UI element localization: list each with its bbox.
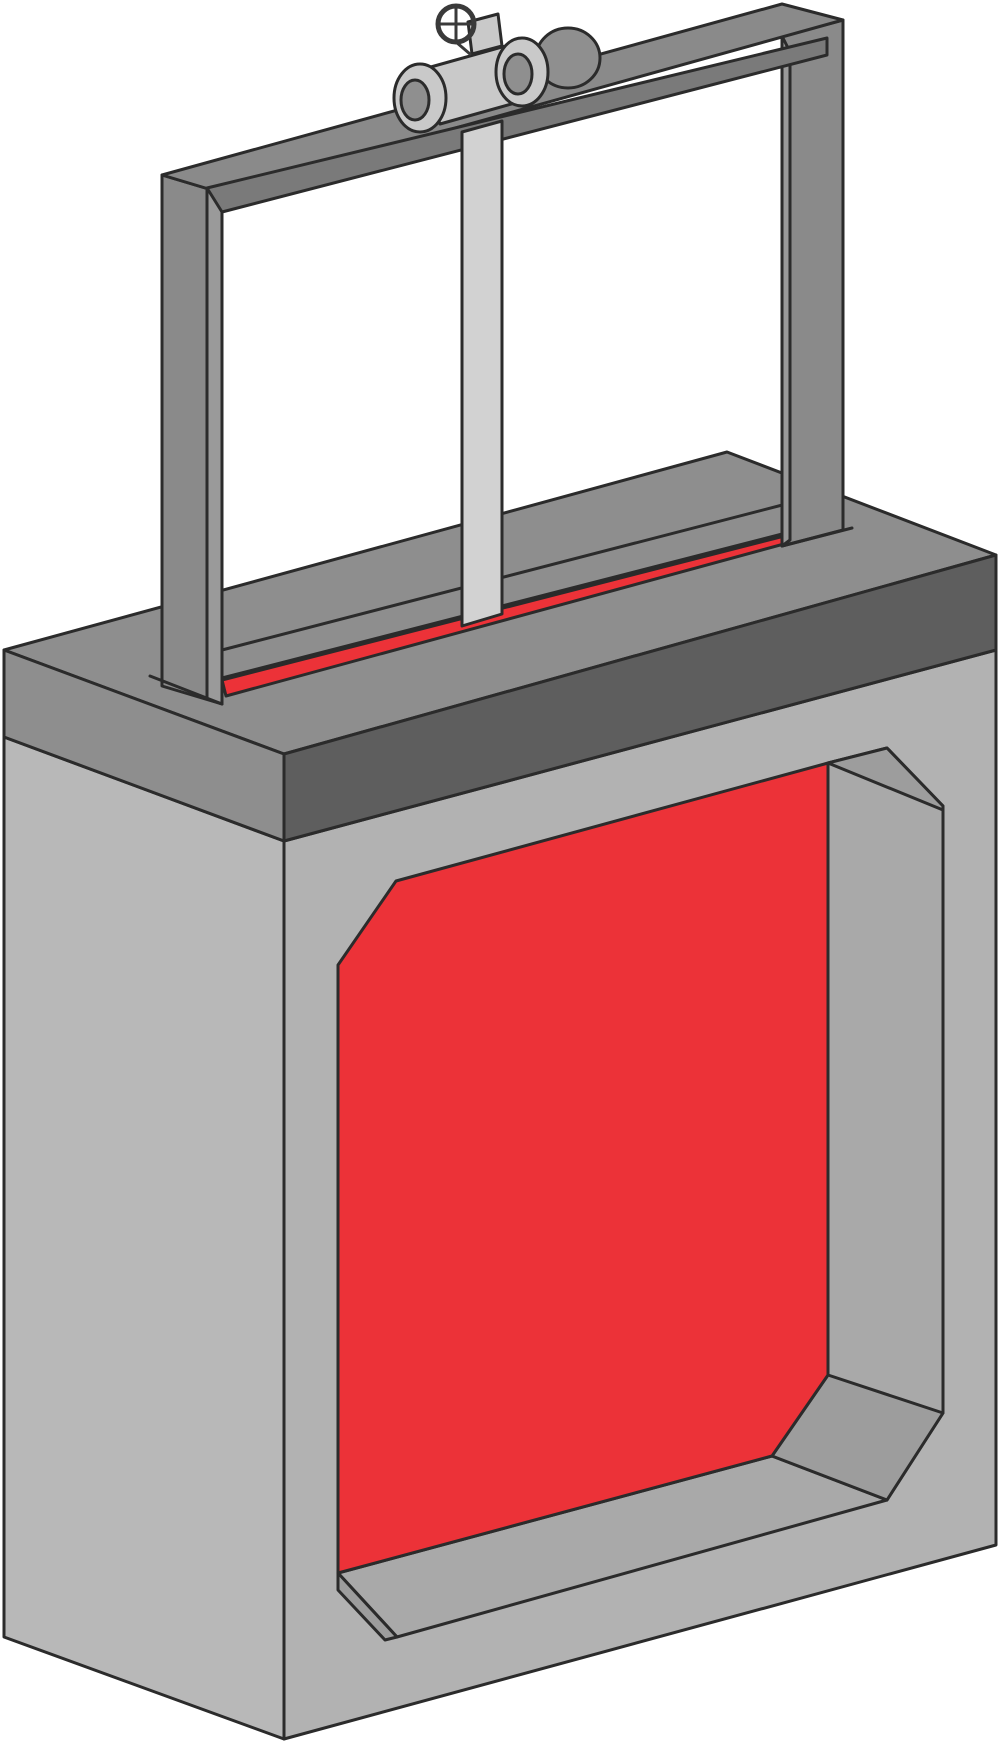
- handwheel-icon: [435, 3, 477, 56]
- actuator-right-cylinder-face: [502, 52, 534, 96]
- opening-chamfer-bottom-left: [336, 1571, 399, 1642]
- opening: [336, 746, 945, 1642]
- actuator-left-cylinder-face: [399, 78, 431, 122]
- frame-top-beam-inner: [205, 36, 829, 214]
- concrete-left-face: [2, 735, 286, 1741]
- gate-plate: [336, 761, 830, 1575]
- opening-chamfer-top: [826, 746, 945, 812]
- frame-base-left: [148, 674, 224, 706]
- frame-right-post-inner: [780, 34, 792, 548]
- stem: [460, 119, 504, 628]
- concrete-slab-front-edge: [282, 553, 998, 843]
- actuator: [392, 12, 602, 134]
- frame-base-right: [780, 526, 854, 548]
- handwheel-shaft: [454, 40, 472, 56]
- frame-left-post-inner: [205, 186, 224, 706]
